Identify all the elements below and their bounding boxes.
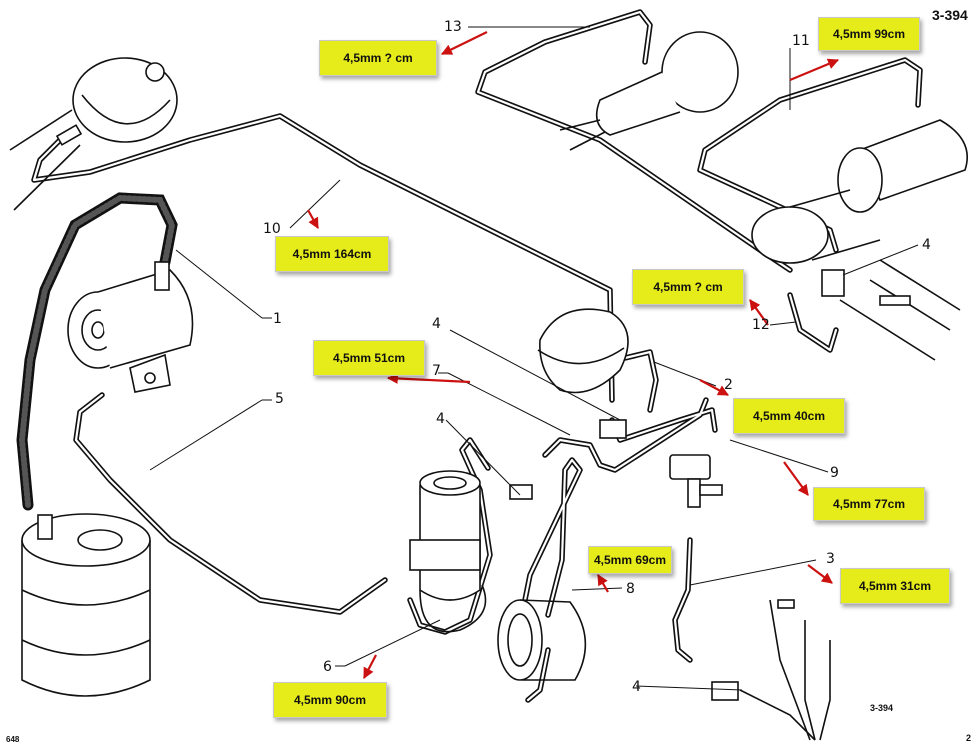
callout-4-left: 4 — [436, 411, 445, 427]
callout-9: 9 — [830, 465, 839, 481]
page-ref-bottom: 3-394 — [870, 703, 894, 713]
pressure-regulator — [409, 470, 487, 633]
tag-line-2: 4,5mm 40cm — [733, 398, 845, 434]
return-hose — [16, 192, 178, 511]
tag-line-6: 4,5mm 90cm — [273, 682, 387, 718]
rear-brake-lines — [739, 599, 831, 741]
rear-suspension-cylinder — [497, 599, 587, 681]
brake-valve — [669, 454, 723, 508]
callout-10: 10 — [263, 221, 281, 237]
tag-line-8: 4,5mm 69cm — [588, 546, 672, 574]
red-arrows — [307, 31, 840, 679]
callout-8: 8 — [626, 581, 635, 597]
footer-left-code: 648 — [6, 735, 20, 744]
suspension-sphere-front-left — [559, 31, 739, 151]
tag-line-7: 4,5mm 51cm — [313, 340, 425, 376]
callout-13: 13 — [444, 19, 462, 35]
components — [9, 31, 969, 741]
pipe-7-8 — [522, 457, 583, 618]
accumulator-sphere-left — [9, 57, 178, 211]
callout-1: 1 — [273, 311, 282, 327]
pipe-13 — [475, 9, 793, 273]
callout-4-top-right: 4 — [922, 237, 931, 253]
leader-lines — [149, 26, 919, 691]
callout-5: 5 — [275, 391, 284, 407]
unions — [509, 269, 911, 701]
callout-6: 6 — [323, 659, 332, 675]
footer-right-code: 2 — [966, 733, 972, 743]
callout-3: 3 — [826, 551, 835, 567]
callout-4-bottom: 4 — [632, 679, 641, 695]
page-ref-top: 3-394 — [932, 7, 968, 23]
tag-line-9: 4,5mm 77cm — [813, 487, 925, 521]
tag-line-13: 4,5mm ? cm — [319, 40, 437, 76]
callout-4-center: 4 — [432, 316, 441, 332]
tag-line-11: 4,5mm 99cm — [818, 17, 920, 51]
callout-12: 12 — [752, 317, 770, 333]
tag-line-10: 4,5mm 164cm — [275, 236, 389, 272]
suspension-sphere-front-right — [751, 119, 969, 361]
callout-2: 2 — [724, 377, 733, 393]
tag-line-3: 4,5mm 31cm — [840, 568, 950, 604]
callout-7: 7 — [432, 363, 441, 379]
callout-11: 11 — [792, 33, 810, 49]
pipe-runs — [31, 9, 923, 703]
hydraulic-pump — [67, 261, 194, 393]
accumulator-sphere-center — [537, 308, 629, 394]
tag-line-12: 4,5mm ? cm — [632, 269, 744, 305]
fluid-reservoir — [21, 513, 151, 697]
